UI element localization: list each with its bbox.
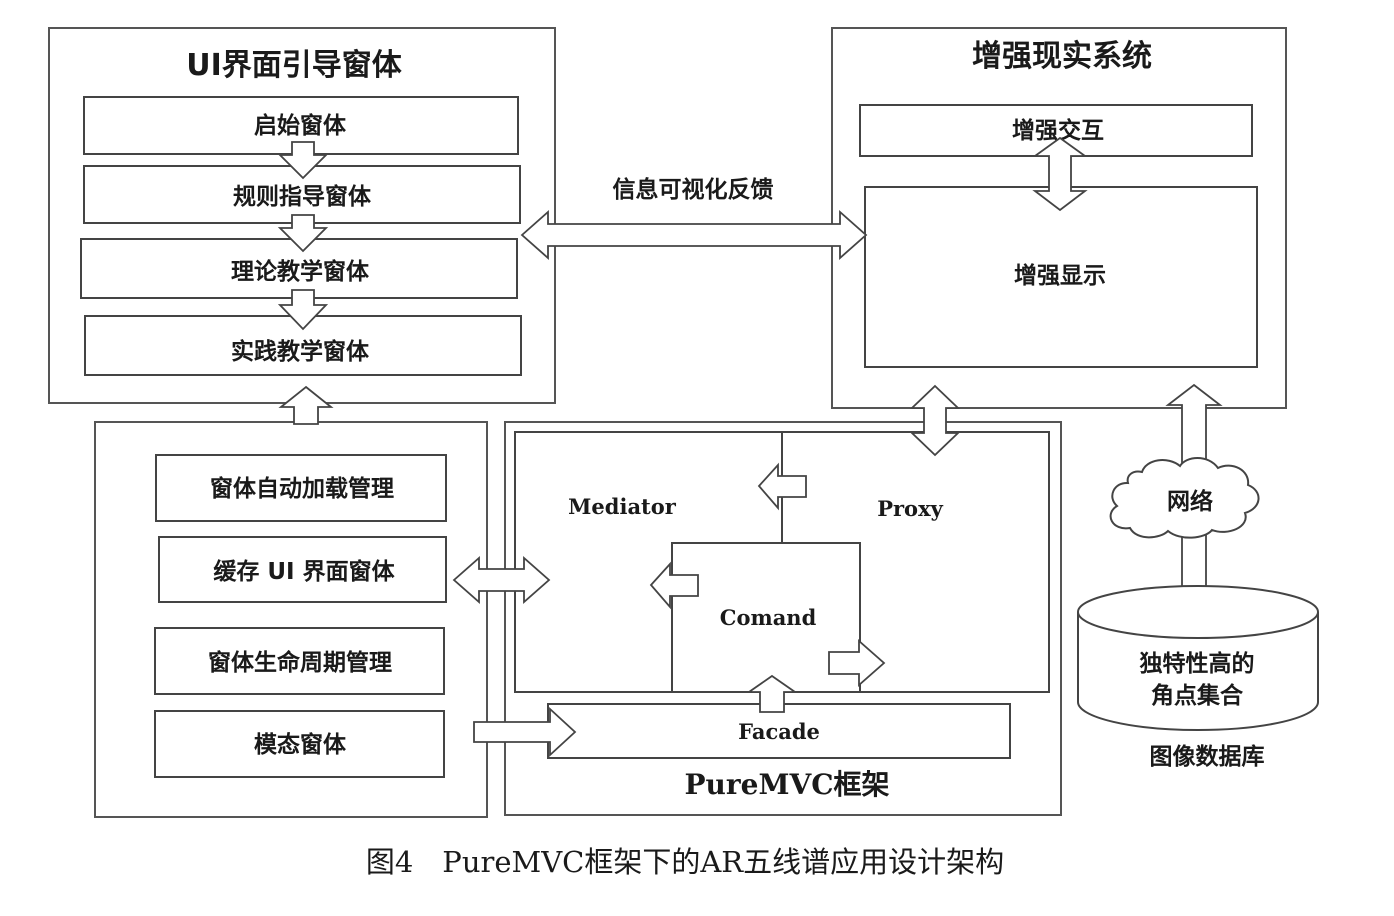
ar-system-panel: 增强现实系统 增强交互 增强显示 [831,27,1287,409]
image-database-cylinder: 独特性高的 角点集合 [1077,585,1319,731]
proxy-to-mediator-arrow [757,462,807,511]
ar-display-label: 增强显示 [1014,262,1106,289]
network-cloud-icon [1109,457,1260,539]
flow-arrow-down-3 [277,289,329,331]
command-label: Comand [720,605,817,630]
step-box-practice [84,315,522,376]
proxy-label: Proxy [877,496,943,521]
ui-guide-title: UI界面引导窗体 [186,48,403,83]
facade-to-command-arrow [746,674,798,713]
modal-to-facade-arrow [473,706,577,758]
puremvc-title: PureMVC框架 [685,768,890,801]
form-item-cache: 缓存 UI 界面窗体 [213,558,395,585]
puremvc-panel: Mediator Proxy Comand Facade PureMVC框架 [504,421,1062,816]
cache-puremvc-double-arrow [452,556,551,604]
form-item-box-lifecycle [154,627,445,695]
form-item-box-cache [158,536,447,603]
database-caption: 图像数据库 [1150,743,1265,770]
step-box-theory [80,238,518,299]
step-label-start: 启始窗体 [254,112,347,139]
form-manager-panel: 窗体自动加载管理 缓存 UI 界面窗体 窗体生命周期管理 模态窗体 [94,421,488,818]
ui-guide-panel: UI界面引导窗体 启始窗体 规则指导窗体 理论教学窗体 实践教学窗体 [48,27,556,404]
ar-interaction-box [859,104,1253,157]
form-item-modal: 模态窗体 [254,731,347,758]
command-to-mediator-arrow [649,561,699,610]
figure-caption: 图4 PureMVC框架下的AR五线谱应用设计架构 [366,845,1004,879]
interaction-display-arrow [1032,136,1088,212]
database-content-line-1: 独特性高的 [1140,650,1255,677]
network-label: 网络 [1167,488,1213,515]
manager-to-guide-arrow [278,385,334,425]
form-item-box-modal [154,710,445,778]
ar-system-title: 增强现实系统 [972,39,1152,74]
form-item-box-autoload [155,454,447,522]
flow-arrow-down-1 [277,141,329,180]
ar-puremvc-double-arrow [909,384,961,457]
feedback-label: 信息可视化反馈 [613,176,774,203]
step-label-theory: 理论教学窗体 [231,258,370,285]
step-label-practice: 实践教学窗体 [231,338,370,365]
ar-display-box [864,186,1258,368]
feedback-double-arrow [520,210,868,260]
form-item-autoload: 窗体自动加载管理 [210,475,394,502]
form-item-lifecycle: 窗体生命周期管理 [208,649,392,676]
facade-label: Facade [738,719,820,744]
step-label-rules: 规则指导窗体 [233,183,372,210]
command-to-proxy-arrow [828,639,886,687]
database-content-line-2: 角点集合 [1151,682,1244,709]
mediator-label: Mediator [568,494,677,519]
flow-arrow-down-2 [277,214,329,253]
